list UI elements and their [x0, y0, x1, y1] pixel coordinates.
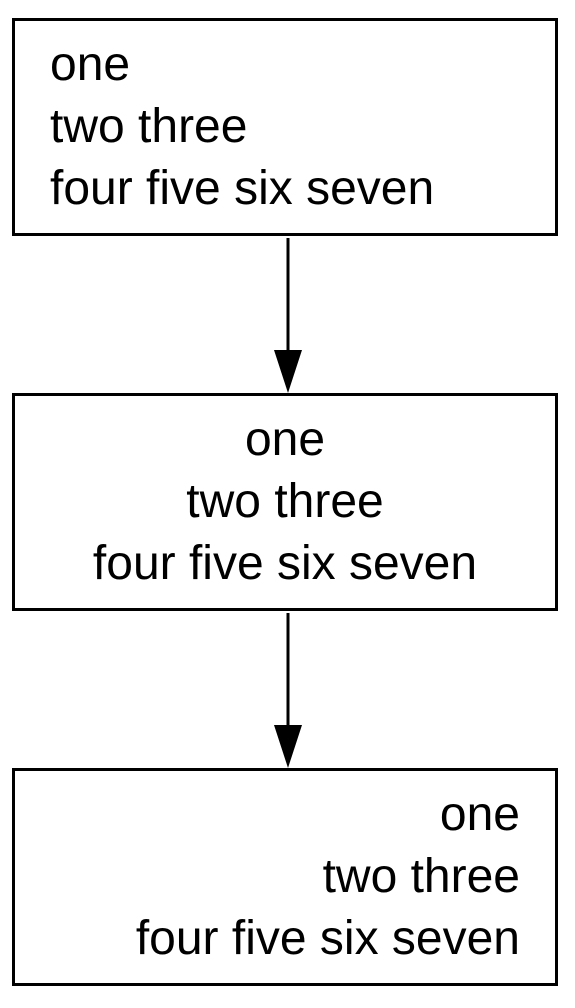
edge-node1-to-node2	[274, 238, 302, 393]
node-text-line: one	[439, 788, 520, 841]
arrowhead-icon	[274, 350, 302, 393]
node-center-aligned: one two three four five six seven	[12, 393, 558, 611]
edge-node2-to-node3	[274, 613, 302, 768]
node-text-line: four five six seven	[92, 537, 478, 590]
node-text-line: two three	[50, 100, 248, 153]
node-left-aligned: one two three four five six seven	[12, 18, 558, 236]
node-text-line: one	[244, 413, 326, 466]
arrowhead-icon	[274, 725, 302, 768]
node-text-line: four five six seven	[50, 162, 435, 215]
node-text-line: one	[50, 38, 131, 91]
node-text-line: two three	[186, 475, 384, 528]
node-text-line: two three	[322, 850, 520, 903]
node-text-line: four five six seven	[135, 912, 520, 965]
node-right-aligned: one two three four five six seven	[12, 768, 558, 986]
